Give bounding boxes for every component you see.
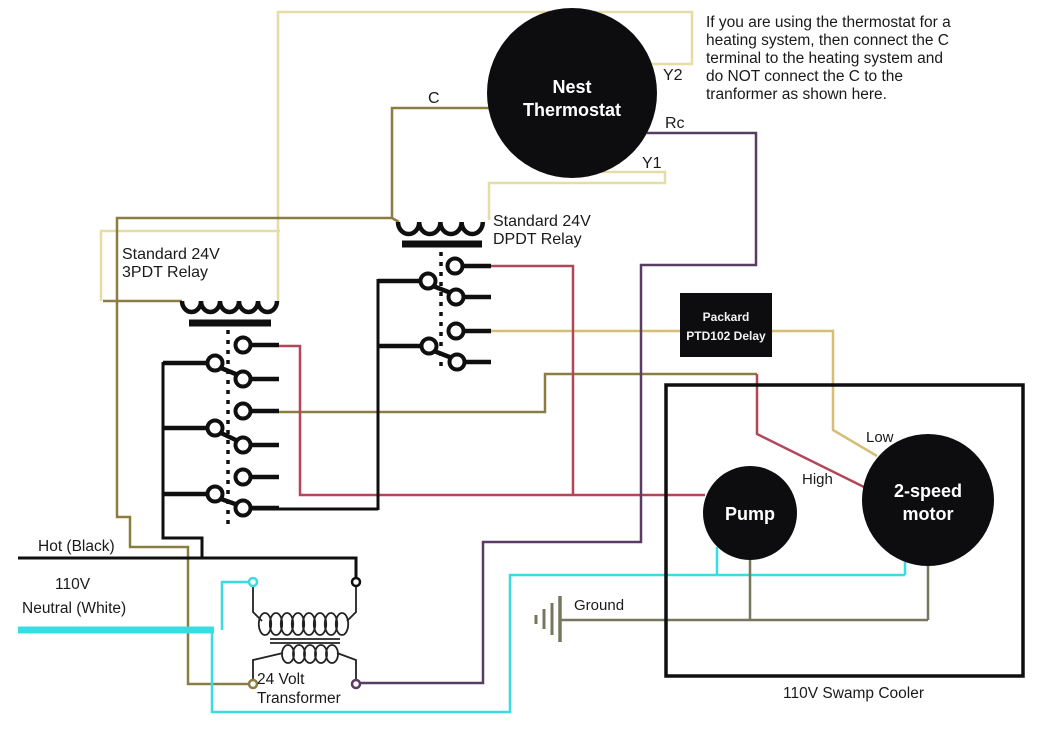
wire-low-speed bbox=[490, 329, 878, 458]
low-label: Low bbox=[866, 429, 894, 446]
ground-symbol-icon bbox=[534, 596, 562, 642]
hot-label: Hot (Black) bbox=[38, 538, 115, 555]
pump-label: Pump bbox=[725, 504, 775, 524]
terminal-rc-label: Rc bbox=[665, 115, 685, 132]
motor-label-line1: 2-speed bbox=[894, 481, 962, 501]
transformer-label-line1: 24 Volt bbox=[257, 671, 305, 688]
terminal-c-label: C bbox=[428, 90, 440, 107]
dpdt-relay-coil bbox=[395, 221, 486, 248]
swamp-cooler-label: 110V Swamp Cooler bbox=[783, 685, 924, 702]
wire-c-common bbox=[115, 106, 489, 686]
motor-circle bbox=[862, 434, 994, 566]
terminal-y1-label: Y1 bbox=[642, 155, 662, 172]
wire-3pdt-frame bbox=[99, 229, 280, 301]
thermostat-name-line2: Thermostat bbox=[523, 100, 621, 120]
thermostat-name-line1: Nest bbox=[552, 77, 591, 97]
note-line-4: do NOT connect the C to the bbox=[706, 68, 903, 85]
wire-neutral-transformer-lead bbox=[220, 580, 249, 630]
pump-circle bbox=[703, 466, 797, 560]
motor-label-line2: motor bbox=[903, 504, 954, 524]
wire-neutral-run bbox=[210, 573, 905, 714]
nest-thermostat-circle bbox=[487, 8, 657, 178]
wire-high-feed bbox=[278, 372, 757, 414]
packard-label-line1: Packard bbox=[703, 310, 750, 324]
wire-y2 bbox=[276, 10, 694, 301]
transformer-terminals bbox=[247, 576, 362, 690]
labels: If you are using the thermostat for a he… bbox=[22, 14, 962, 707]
note-line-5: tranformer as shown here. bbox=[706, 86, 887, 103]
note-line-3: terminal to the heating system and bbox=[706, 50, 943, 67]
swamp-cooler-box bbox=[664, 383, 1025, 678]
transformer-symbol bbox=[252, 582, 357, 684]
terminal-y2-label: Y2 bbox=[663, 67, 683, 84]
neutral-label: Neutral (White) bbox=[22, 600, 126, 617]
ground-label: Ground bbox=[574, 597, 624, 614]
wire-rc bbox=[360, 131, 758, 685]
transformer-label-line2: Transformer bbox=[257, 690, 341, 707]
wire-c-dpdt-coil-stub bbox=[391, 216, 400, 224]
packard-label-line2: PTD102 Delay bbox=[686, 329, 766, 343]
note-line-1: If you are using the thermostat for a bbox=[706, 14, 951, 31]
dpdt-relay-label-line2: DPDT Relay bbox=[493, 231, 582, 248]
colored-wires bbox=[18, 10, 930, 714]
switch-arms bbox=[220, 283, 453, 508]
wire-3pdt-common-bus bbox=[161, 362, 204, 557]
tpdt-relay-coil bbox=[179, 300, 280, 327]
packard-delay-box bbox=[680, 293, 772, 357]
wire-dpdt-pole1 bbox=[490, 264, 575, 495]
components bbox=[179, 8, 1025, 690]
wire-high-speed bbox=[755, 374, 865, 489]
high-label: High bbox=[802, 471, 833, 488]
dpdt-relay-label-line1: Standard 24V bbox=[493, 213, 591, 230]
note-line-2: heating system, then connect the C bbox=[706, 32, 949, 49]
relay-contacts bbox=[205, 256, 467, 518]
tpdt-relay-label-line2: 3PDT Relay bbox=[122, 264, 208, 281]
voltage-label: 110V bbox=[55, 576, 91, 593]
tpdt-relay-label-line1: Standard 24V bbox=[122, 246, 220, 263]
wire-y1 bbox=[487, 170, 667, 220]
contact-stubs bbox=[249, 263, 491, 511]
black-wiring bbox=[18, 252, 491, 582]
wire-hot-line bbox=[18, 556, 358, 582]
wire-pump bbox=[278, 344, 705, 497]
